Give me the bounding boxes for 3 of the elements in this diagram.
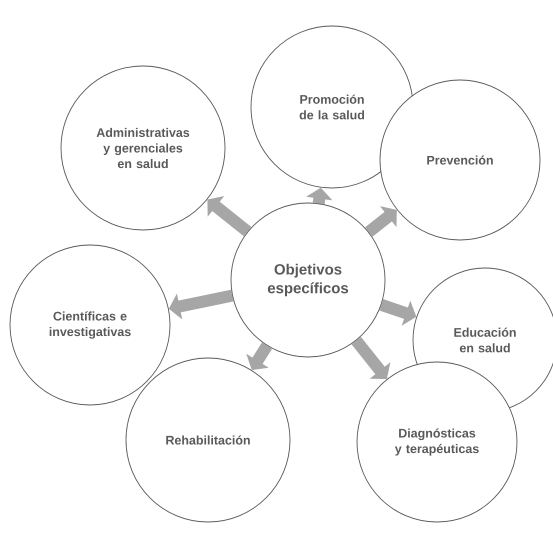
block-arrow (365, 206, 397, 237)
node-label: Prevención (427, 155, 493, 165)
block-arrow (352, 336, 390, 380)
